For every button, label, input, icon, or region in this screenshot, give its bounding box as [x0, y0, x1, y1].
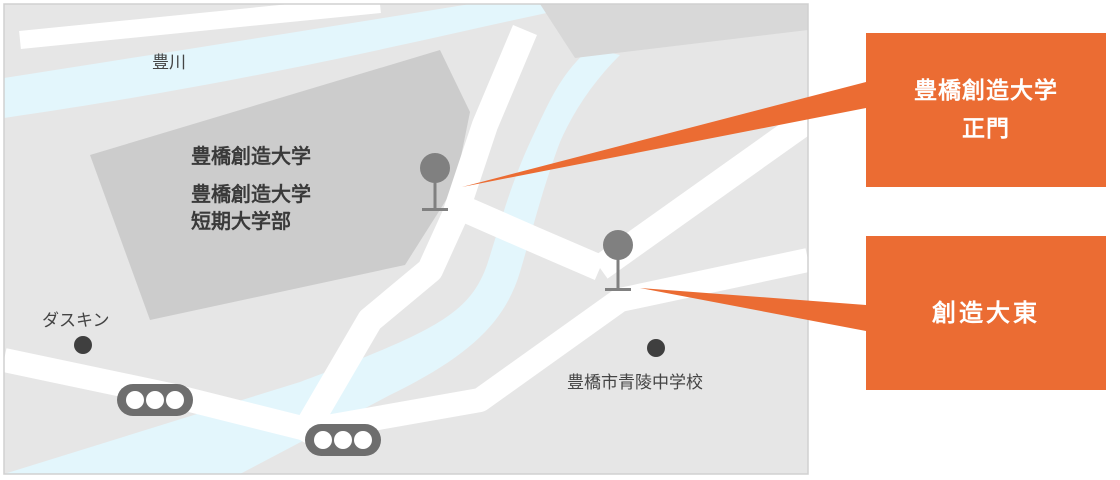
- landmark-dot-icon: [647, 339, 665, 357]
- school-label: 豊橋市青陵中学校: [567, 373, 703, 393]
- bus-stop-icon: [603, 230, 633, 291]
- landmark-dot-icon: [74, 336, 92, 354]
- store-label: ダスキン: [42, 311, 110, 331]
- road-east: [592, 109, 808, 279]
- callout-main-gate-line2: 正門: [962, 116, 1010, 142]
- road-wedge: [540, 4, 808, 58]
- bus-stop-icon: [420, 153, 450, 211]
- college-label-line2: 短期大学部: [191, 209, 291, 233]
- callout-main-gate: 豊橋創造大学 正門: [866, 33, 1106, 187]
- river-label: 豊川: [152, 53, 186, 73]
- road-diagonal-east: [449, 193, 606, 280]
- traffic-light-icon: [305, 424, 381, 456]
- road-top-left: [19, 4, 381, 49]
- pointer-main-gate: [462, 82, 866, 187]
- canal: [4, 48, 620, 474]
- campus-label: 豊橋創造大学: [191, 144, 311, 168]
- road-north-south: [288, 24, 537, 447]
- pointer-east: [640, 288, 866, 331]
- traffic-light-icon: [117, 384, 193, 416]
- college-label-line1: 豊橋創造大学: [191, 182, 311, 206]
- river-toyokawa: [4, 4, 590, 118]
- campus-building: [90, 50, 470, 320]
- callout-main-gate-line1: 豊橋創造大学: [914, 78, 1058, 104]
- callout-east-stop-label: 創造大東: [932, 299, 1040, 327]
- callout-east-stop: 創造大東: [866, 236, 1106, 390]
